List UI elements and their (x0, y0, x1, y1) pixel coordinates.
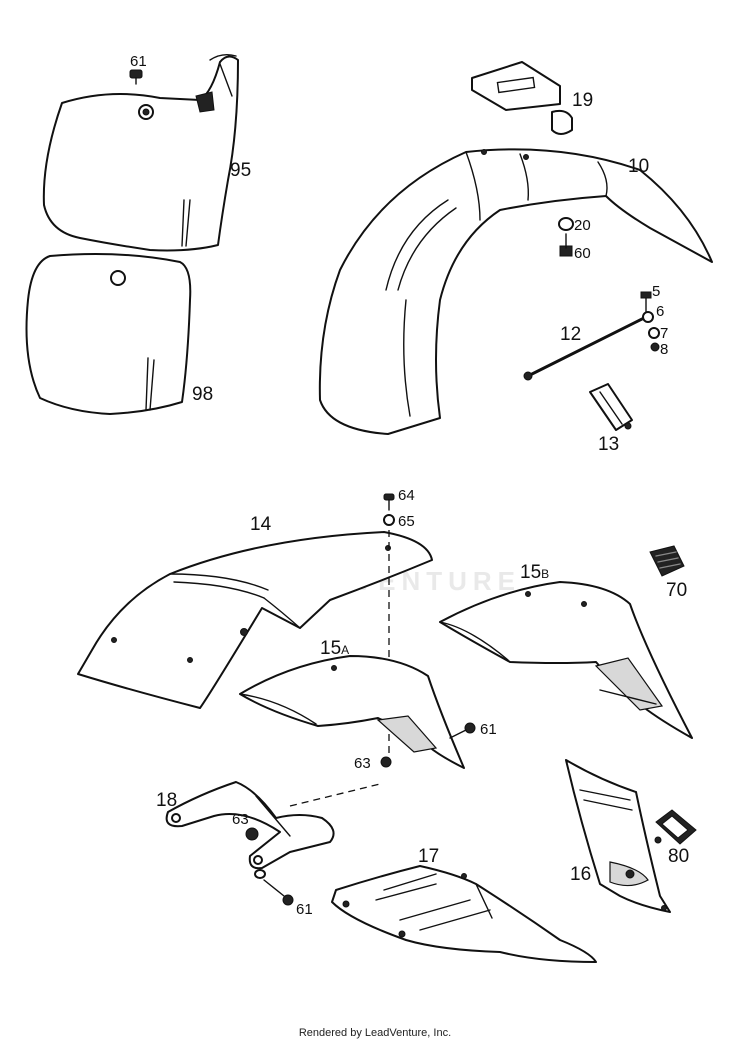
label-61-right: 61 (480, 721, 497, 738)
part-6-washer[interactable] (642, 311, 654, 323)
part-60-bolt[interactable] (559, 233, 573, 257)
part-98-number-plate-backing[interactable] (25, 253, 192, 415)
label-12: 12 (560, 324, 581, 345)
part-20-rubber-grommet[interactable] (558, 217, 574, 231)
part-61-bolt-right[interactable] (449, 722, 476, 739)
label-17: 17 (418, 846, 439, 867)
part-65-washer[interactable] (383, 514, 395, 526)
label-95: 95 (230, 160, 251, 181)
part-5-bolt[interactable] (640, 291, 652, 313)
label-60: 60 (574, 245, 591, 262)
label-18: 18 (156, 790, 177, 811)
label-65: 65 (398, 513, 415, 530)
part-12-rod[interactable] (523, 314, 650, 381)
part-13-clip[interactable] (589, 383, 633, 431)
label-19: 19 (572, 90, 593, 111)
label-20: 20 (574, 217, 591, 234)
part-8-nut[interactable] (650, 342, 660, 352)
part-61-bolt-bracket[interactable] (254, 869, 294, 906)
part-15b-side-cover[interactable] (439, 581, 693, 739)
label-8: 8 (660, 341, 668, 358)
label-7: 7 (660, 325, 668, 342)
part-61-screw-top[interactable] (129, 69, 143, 85)
label-16: 16 (570, 864, 591, 885)
label-63-bracket: 63 (232, 811, 249, 828)
label-80: 80 (668, 846, 689, 867)
part-17-undertray[interactable] (331, 865, 597, 963)
label-61-bottom: 61 (296, 901, 313, 918)
part-64-screw[interactable] (383, 493, 395, 511)
label-6: 6 (656, 303, 664, 320)
part-80-reflector[interactable] (654, 809, 697, 845)
part-16-plate-holder[interactable] (565, 759, 671, 913)
label-10: 10 (628, 156, 649, 177)
label-64: 64 (398, 487, 415, 504)
label-13: 13 (598, 434, 619, 455)
label-98: 98 (192, 384, 213, 405)
part-63-nut-center[interactable] (380, 756, 392, 768)
part-18-rear-bracket[interactable] (165, 781, 335, 870)
part-63-nut-bracket[interactable] (245, 827, 259, 841)
label-15a: 15A (320, 638, 349, 659)
label-70: 70 (666, 580, 687, 601)
label-15b: 15B (520, 562, 549, 583)
part-7-washer[interactable] (648, 327, 660, 339)
part-15a-side-cover[interactable] (239, 655, 465, 769)
footer-credit: Rendered by LeadVenture, Inc. (298, 1027, 452, 1039)
label-61-top: 61 (130, 53, 147, 70)
part-19-headlight-bracket[interactable] (471, 61, 573, 135)
part-70-filler-cap[interactable] (649, 545, 685, 577)
part-10-front-fender[interactable] (318, 148, 713, 435)
label-14: 14 (250, 514, 272, 535)
label-63-center: 63 (354, 755, 371, 772)
part-14-rear-fender[interactable] (77, 531, 433, 709)
part-95-front-number-plate[interactable] (42, 53, 239, 252)
label-5: 5 (652, 283, 660, 300)
